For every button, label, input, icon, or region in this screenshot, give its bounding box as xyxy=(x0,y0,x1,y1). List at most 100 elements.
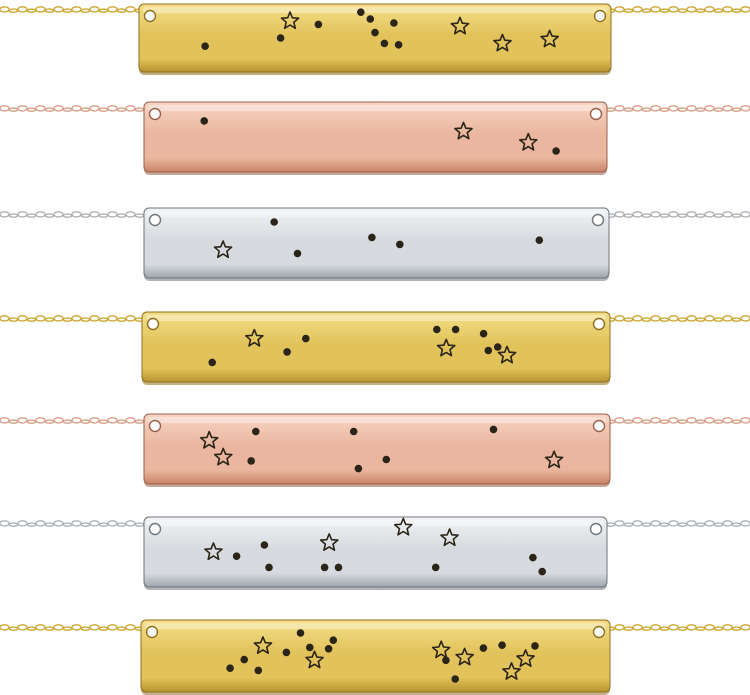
engraved-dot xyxy=(354,464,363,473)
chain-link xyxy=(650,315,661,322)
chain-link xyxy=(713,213,724,218)
right-hole xyxy=(592,625,606,639)
star-icon xyxy=(199,430,219,449)
chain-link xyxy=(125,417,136,424)
chain-link xyxy=(0,315,10,322)
chain-link xyxy=(695,522,706,527)
chain-link xyxy=(80,626,91,631)
chain-link xyxy=(695,8,706,13)
star-icon xyxy=(253,636,273,654)
chain-link xyxy=(26,8,37,13)
chain-link xyxy=(677,626,688,631)
chain-link xyxy=(62,317,73,322)
left-hole xyxy=(148,419,162,433)
engraved-dot xyxy=(226,664,234,672)
chain-link xyxy=(107,417,118,424)
pendant-bar xyxy=(141,311,611,383)
engraved-dot xyxy=(296,629,305,637)
chain-link xyxy=(98,317,109,322)
chain-link xyxy=(116,8,127,13)
chain-link xyxy=(623,213,634,218)
engraved-dot xyxy=(283,348,291,356)
bar-necklace-gold xyxy=(140,619,611,695)
chain-link xyxy=(686,520,697,527)
chain-link xyxy=(713,419,724,424)
chain-link xyxy=(98,626,109,631)
engraved-dot xyxy=(479,644,488,652)
chain-link xyxy=(668,6,679,13)
chain-link xyxy=(740,624,750,631)
chain-link xyxy=(107,6,118,13)
bar-necklace-silver xyxy=(143,207,610,281)
star-icon xyxy=(450,16,470,35)
chain-link xyxy=(17,520,28,527)
chain-link xyxy=(134,107,145,112)
bar-necklace-gold xyxy=(138,3,612,75)
chain-link xyxy=(98,8,109,13)
chain-link xyxy=(668,105,679,112)
chain-right-1 xyxy=(596,6,750,13)
chain-link xyxy=(614,6,625,13)
chain-link xyxy=(17,211,28,218)
chain-link xyxy=(731,626,742,631)
chain-link xyxy=(605,107,616,112)
chain-link xyxy=(659,317,670,322)
chain-link xyxy=(134,419,145,424)
chain-link xyxy=(35,624,46,631)
engraved-dot xyxy=(479,329,488,338)
chain-link xyxy=(704,6,715,13)
chain-link xyxy=(623,626,634,631)
star-icon xyxy=(497,345,517,364)
chain-link xyxy=(98,522,109,527)
engraved-dot xyxy=(324,645,333,653)
chain-link xyxy=(71,315,82,322)
left-hole xyxy=(143,9,157,23)
pendant-bar xyxy=(143,516,608,588)
chain-left-4 xyxy=(0,315,154,322)
chain-link xyxy=(98,419,109,424)
chain-link xyxy=(53,105,64,112)
chain-link xyxy=(116,419,127,424)
chain-link xyxy=(0,417,10,424)
chain-link xyxy=(641,317,652,322)
chain-link xyxy=(80,8,91,13)
chain-link xyxy=(89,211,100,218)
chain-link xyxy=(116,213,127,218)
engraved-dot xyxy=(270,218,279,226)
engraved-dot xyxy=(293,249,302,258)
engraved-dot xyxy=(302,334,310,343)
chain-link xyxy=(668,520,679,527)
engraved-dot xyxy=(201,42,209,50)
chain-link xyxy=(71,6,82,13)
chain-link xyxy=(659,626,670,631)
star-icon xyxy=(393,517,413,536)
chain-link xyxy=(35,315,46,322)
chain-link xyxy=(0,6,10,13)
engraved-dot xyxy=(493,343,502,351)
chain-link xyxy=(740,315,750,322)
chain-link xyxy=(686,211,697,218)
chain-left-7 xyxy=(0,624,154,631)
chain-link xyxy=(740,211,750,218)
chain-link xyxy=(80,213,91,218)
chain-link xyxy=(641,107,652,112)
chain-link xyxy=(125,6,136,13)
chain-link xyxy=(80,107,91,112)
pendant-bar xyxy=(143,101,608,173)
star-icon xyxy=(280,11,300,30)
star-icon xyxy=(305,650,324,669)
chain-link xyxy=(8,419,19,424)
chain-link xyxy=(8,626,19,631)
star-icon xyxy=(455,647,474,666)
engraved-dot xyxy=(433,325,441,334)
chain-left-6 xyxy=(0,520,163,527)
chain-link xyxy=(713,107,724,112)
chain-link xyxy=(17,6,28,13)
chain-link xyxy=(623,522,634,527)
chain-link xyxy=(731,213,742,218)
chain-link xyxy=(695,107,706,112)
engraved-dot xyxy=(484,346,493,355)
chain-link xyxy=(722,417,733,424)
chain-link xyxy=(26,626,37,631)
engraved-dot xyxy=(498,641,506,649)
